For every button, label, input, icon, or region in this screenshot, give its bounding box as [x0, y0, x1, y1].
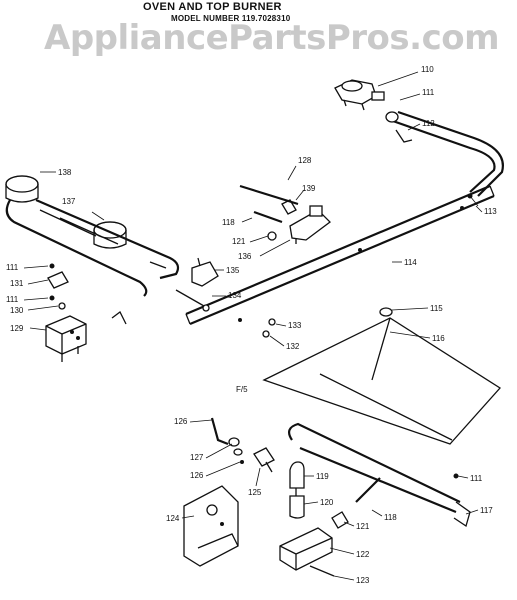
part-bracket-124: [183, 485, 239, 567]
part-label: 118: [222, 218, 235, 227]
part-number-labels: 110 111 112 128 139 113 138 137 118 121 …: [6, 65, 497, 585]
part-manifold-bar: [185, 184, 495, 326]
part-label: 126: [174, 417, 188, 426]
part-baffle-116: [262, 317, 501, 445]
part-label: 111: [470, 474, 483, 483]
part-bracket-129: [45, 315, 87, 362]
part-label: 136: [238, 252, 252, 261]
part-safety-valve-group: [279, 473, 459, 577]
part-orifice-134: [175, 289, 210, 312]
part-label: 121: [232, 237, 246, 246]
part-label: 111: [6, 295, 19, 304]
part-label: 111: [6, 263, 19, 272]
part-label: 122: [356, 550, 370, 559]
part-label: 135: [226, 266, 240, 275]
part-clip-115: [379, 307, 393, 317]
part-label: 137: [62, 197, 76, 206]
part-label: 129: [10, 324, 24, 333]
part-label: 120: [320, 498, 334, 507]
part-label: 121: [356, 522, 370, 531]
part-label: 134: [228, 291, 242, 300]
part-label: 119: [316, 472, 329, 481]
part-label: 124: [166, 514, 180, 523]
part-lower-fittings: [210, 417, 275, 473]
diagram-title: OVEN AND TOP BURNER: [143, 1, 282, 13]
part-label: 114: [404, 258, 417, 267]
part-label: 139: [302, 184, 316, 193]
part-label: 117: [480, 506, 493, 515]
part-label: 118: [384, 513, 397, 522]
part-label: 116: [432, 334, 445, 343]
part-top-burners-138-137: [5, 175, 180, 297]
part-label: 112: [422, 119, 435, 128]
watermark: AppliancePartsPros.com: [44, 18, 500, 58]
part-label: 126: [190, 471, 204, 480]
part-label: 128: [298, 156, 312, 165]
part-tube-112: [385, 110, 504, 197]
part-screw-113: [467, 193, 479, 207]
part-label: 130: [10, 306, 24, 315]
part-label: 132: [286, 342, 300, 351]
part-label: 110: [421, 65, 434, 74]
figure-label: F/5: [236, 385, 248, 394]
part-label: 131: [10, 279, 24, 288]
part-label: 127: [190, 453, 204, 462]
part-regulator-110: [334, 79, 385, 111]
part-label: 138: [58, 168, 72, 177]
model-number: MODEL NUMBER 119.7028310: [171, 14, 291, 23]
part-label: 111: [422, 88, 435, 97]
part-nuts-133-132: [262, 318, 276, 338]
part-label: 123: [356, 576, 370, 585]
part-left-screws: [47, 263, 127, 325]
part-valve-group-136: [239, 184, 331, 244]
part-label: 113: [484, 207, 497, 216]
part-orifice-holder-119-120: [289, 461, 305, 519]
part-label: 125: [248, 488, 262, 497]
leader-lines: [23, 71, 483, 581]
part-label: 115: [430, 304, 443, 313]
part-label: 133: [288, 321, 302, 330]
part-valve-135: [191, 257, 219, 287]
